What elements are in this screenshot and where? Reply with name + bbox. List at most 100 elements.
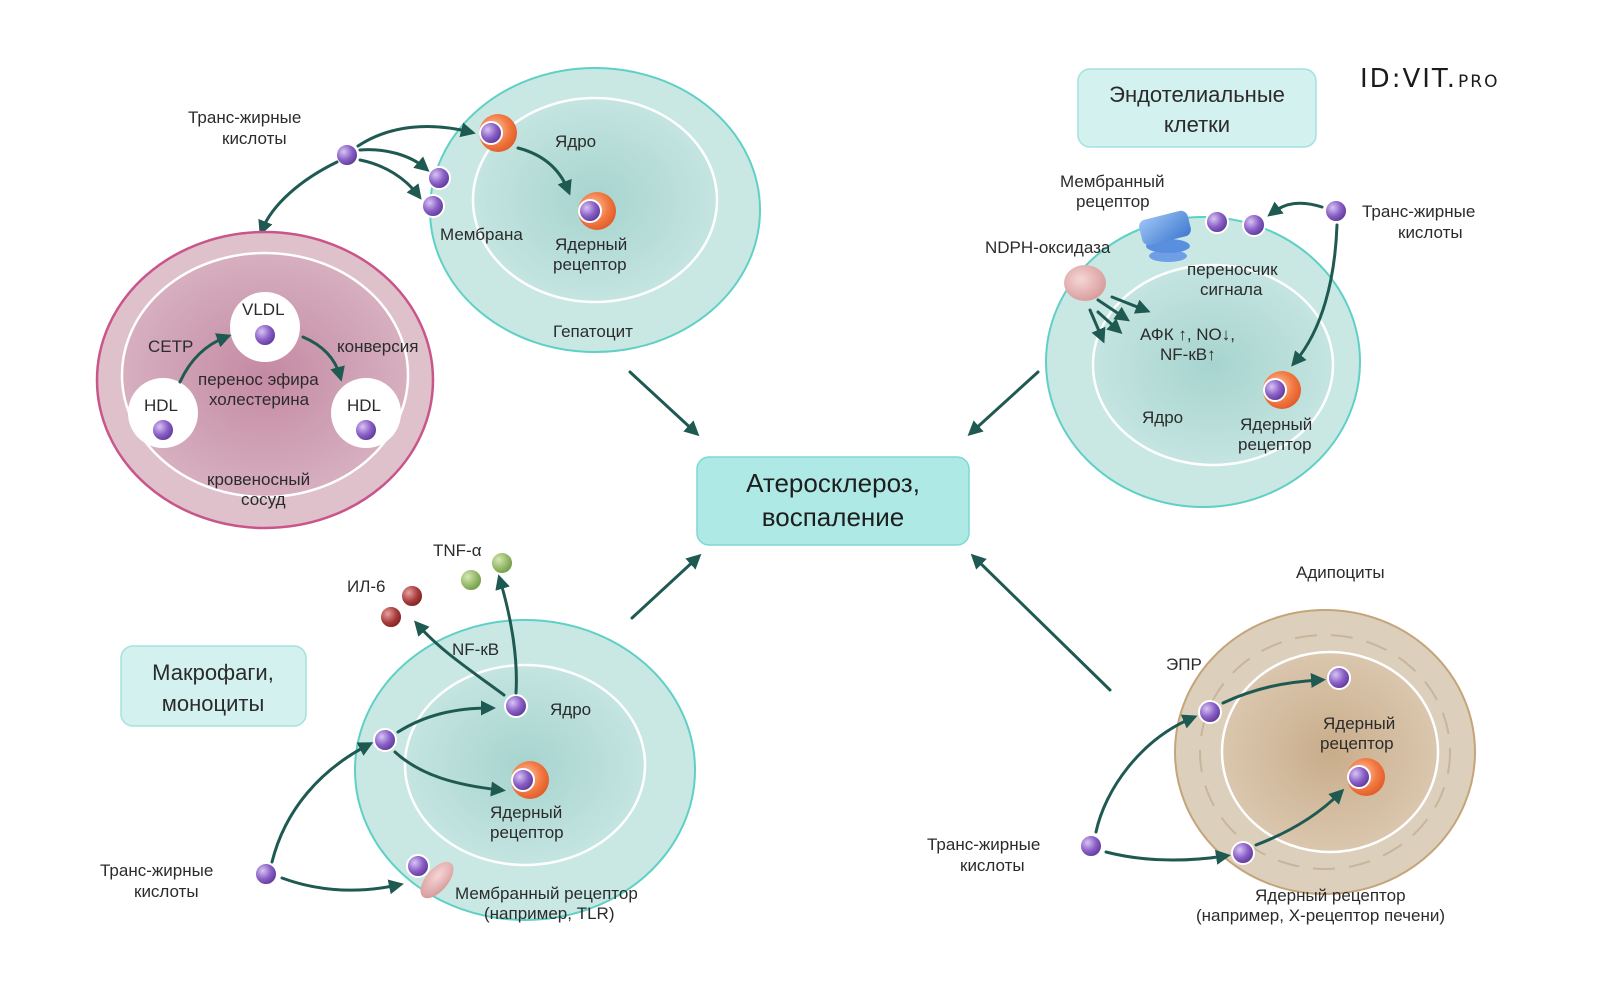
- arrow-ndph-2: [1096, 310, 1123, 335]
- arrow-nucleus-to-tnf: [495, 574, 518, 695]
- adipocyte-epr-molecule: [1198, 700, 1222, 724]
- il6-molecule-1: [400, 584, 424, 608]
- arrow-membrane-to-nuclear-receptor-adipocyte: [1254, 788, 1345, 847]
- hepatocyte-membrane-molecule-2: [421, 194, 445, 218]
- macrophage-tfa-label-1: Транс-жирные: [100, 861, 213, 880]
- afk-label-2: NF-кВ↑: [1160, 345, 1216, 364]
- arrow-tfa-to-membrane-adipocyte: [1104, 849, 1231, 865]
- center-box: Атеросклероз, воспаление: [696, 456, 970, 546]
- cetp-label: CETP: [148, 337, 193, 356]
- hepatocyte-nuclear-receptor: [577, 191, 617, 231]
- logo: ID:VIT. PRO: [1360, 64, 1499, 94]
- arrow-tfa-to-epr: [1094, 714, 1198, 834]
- logo-suffix: PRO: [1458, 72, 1499, 92]
- adipocyte-tfa-label-2: кислоты: [960, 856, 1025, 875]
- arrow-receptor-to-nucleus: [516, 146, 572, 196]
- arrow-tfa-to-nuclear-receptor: [1291, 223, 1339, 367]
- arrow-tfa-to-membrane-2: [358, 158, 422, 200]
- macrophage-tfa-label-2: кислоты: [134, 882, 199, 901]
- vldl-molecule: [253, 323, 277, 347]
- tnf-molecule-2: [490, 551, 514, 575]
- hepatocyte-nuclear-receptor-label-1: Ядерный: [555, 235, 627, 254]
- il6-molecule-2: [379, 605, 403, 629]
- arrow-tfa-to-membrane-1: [358, 148, 430, 172]
- epr-label: ЭПР: [1166, 655, 1202, 674]
- endothelial-membrane-receptor-label-2: рецептор: [1076, 192, 1150, 211]
- center-label-1: Атеросклероз,: [746, 468, 920, 498]
- adipocyte-nuclear-receptor: [1346, 757, 1386, 797]
- hepatocyte-tfa-molecule: [335, 143, 359, 167]
- blood-vessel: VLDL HDL HDL CETP конверсия перенос эфир…: [95, 230, 435, 530]
- endothelial-tfa-molecule: [1324, 199, 1348, 223]
- macrophage-cell: NF-кВ Ядро Ядерный рецептор: [354, 574, 696, 921]
- endothelial-signal-molecule-2: [1242, 213, 1266, 237]
- hepatocyte-tfa-label-1: Транс-жирные: [188, 108, 301, 127]
- macrophage-title-1: Макрофаги,: [152, 660, 274, 685]
- endothelial-nuclear-receptor-label-2: рецептор: [1238, 435, 1312, 454]
- adipocyte-bottom-label-2: (например, X-рецептор печени): [1196, 906, 1445, 925]
- vessel-label-2: сосуд: [241, 490, 286, 509]
- arrow-cetp: [178, 333, 232, 384]
- hepatocyte-tfa-label-2: кислоты: [222, 129, 287, 148]
- hdl-right-particle: [331, 378, 401, 448]
- transfer-label-2: холестерина: [209, 390, 310, 409]
- macrophage-nuclear-receptor: [510, 760, 550, 800]
- hepatocyte-membrane-label: Мембрана: [440, 225, 523, 244]
- hdl-left-molecule: [151, 418, 175, 442]
- ndph-label: NDPH-оксидаза: [985, 238, 1111, 257]
- arrow-tfa-to-membrane-molecule: [270, 742, 374, 864]
- tlr-bound-molecule: [406, 854, 430, 878]
- carrier-label-2: сигнала: [1200, 280, 1263, 299]
- adipocyte-title: Адипоциты: [1296, 563, 1385, 582]
- endothelial-title-box: Эндотелиальные клетки: [1077, 68, 1317, 148]
- endothelial-title-2: клетки: [1164, 112, 1230, 137]
- arrow-tfa-to-vessel: [258, 160, 339, 236]
- vldl-label: VLDL: [242, 300, 285, 319]
- adipocyte-nuclear-receptor-label-1: Ядерный: [1323, 714, 1395, 733]
- macrophage-nuclear-receptor-label-2: рецептор: [490, 823, 564, 842]
- hepatocyte-cell-label: Гепатоцит: [553, 322, 633, 341]
- endothelial-nuclear-receptor-label-1: Ядерный: [1240, 415, 1312, 434]
- adipocyte-nuclear-receptor-label-2: рецептор: [1320, 734, 1394, 753]
- macrophage-membrane-receptor-label-2: (например, TLR): [484, 904, 614, 923]
- macrophage-membrane-receptor-label-1: Мембранный рецептор: [455, 884, 638, 903]
- adipocyte-cell: Ядерный рецептор: [1174, 609, 1476, 895]
- nfkb-label: NF-кВ: [452, 640, 499, 659]
- adipocyte-tfa-molecule: [1079, 834, 1103, 858]
- hepatocyte-nuclear-receptor-label-2: рецептор: [553, 255, 627, 274]
- macrophage-nuclear-receptor-label-1: Ядерный: [490, 803, 562, 822]
- tnf-molecule-1: [459, 568, 483, 592]
- arrow-tfa-to-tlr: [280, 876, 404, 895]
- arrow-macrophage-to-center: [630, 553, 702, 620]
- arrow-tfa-to-signal: [1267, 201, 1324, 217]
- endothelial-nuclear-receptor: [1262, 370, 1302, 410]
- macrophage-membrane-molecule: [373, 728, 397, 752]
- arrow-membrane-to-nuclear-receptor: [393, 750, 506, 797]
- membrane-receptor-endothelial: [1139, 210, 1191, 262]
- vessel-label-1: кровеносный: [207, 470, 310, 489]
- hepatocyte-membrane-receptor: [478, 113, 518, 153]
- endothelial-nucleus-label: Ядро: [1142, 408, 1183, 427]
- arrow-adipocyte-to-center: [970, 553, 1112, 692]
- arrow-epr-to-nucleus: [1221, 673, 1326, 705]
- macrophage-title-box: Макрофаги, моноциты: [120, 645, 307, 727]
- adipocyte-tfa-label-1: Транс-жирные: [927, 835, 1040, 854]
- arrow-conversion: [301, 335, 345, 382]
- arrow-ndph-1: [1096, 298, 1130, 322]
- endothelial-tfa-label-1: Транс-жирные: [1362, 202, 1475, 221]
- center-label-2: воспаление: [762, 502, 905, 532]
- endothelial-cell: АФК ↑, NO↓, NF-кВ↑ Ядро Ядерный рецептор…: [1045, 216, 1361, 508]
- arrow-nucleus-to-il6: [414, 620, 506, 697]
- il6-label: ИЛ-6: [347, 577, 386, 596]
- transfer-label-1: перенос эфира: [198, 370, 319, 389]
- macrophage-nucleus-label: Ядро: [550, 700, 591, 719]
- arrow-membrane-to-nucleus: [396, 700, 496, 734]
- hdl-left-label: HDL: [144, 396, 178, 415]
- adipocyte-membrane-molecule: [1231, 841, 1255, 865]
- conversion-label: конверсия: [337, 337, 418, 356]
- logo-main: ID:VIT.: [1360, 64, 1457, 94]
- afk-label-1: АФК ↑, NO↓,: [1140, 325, 1235, 344]
- tlr-receptor: [420, 861, 454, 899]
- arrow-ndph-4: [1088, 308, 1106, 344]
